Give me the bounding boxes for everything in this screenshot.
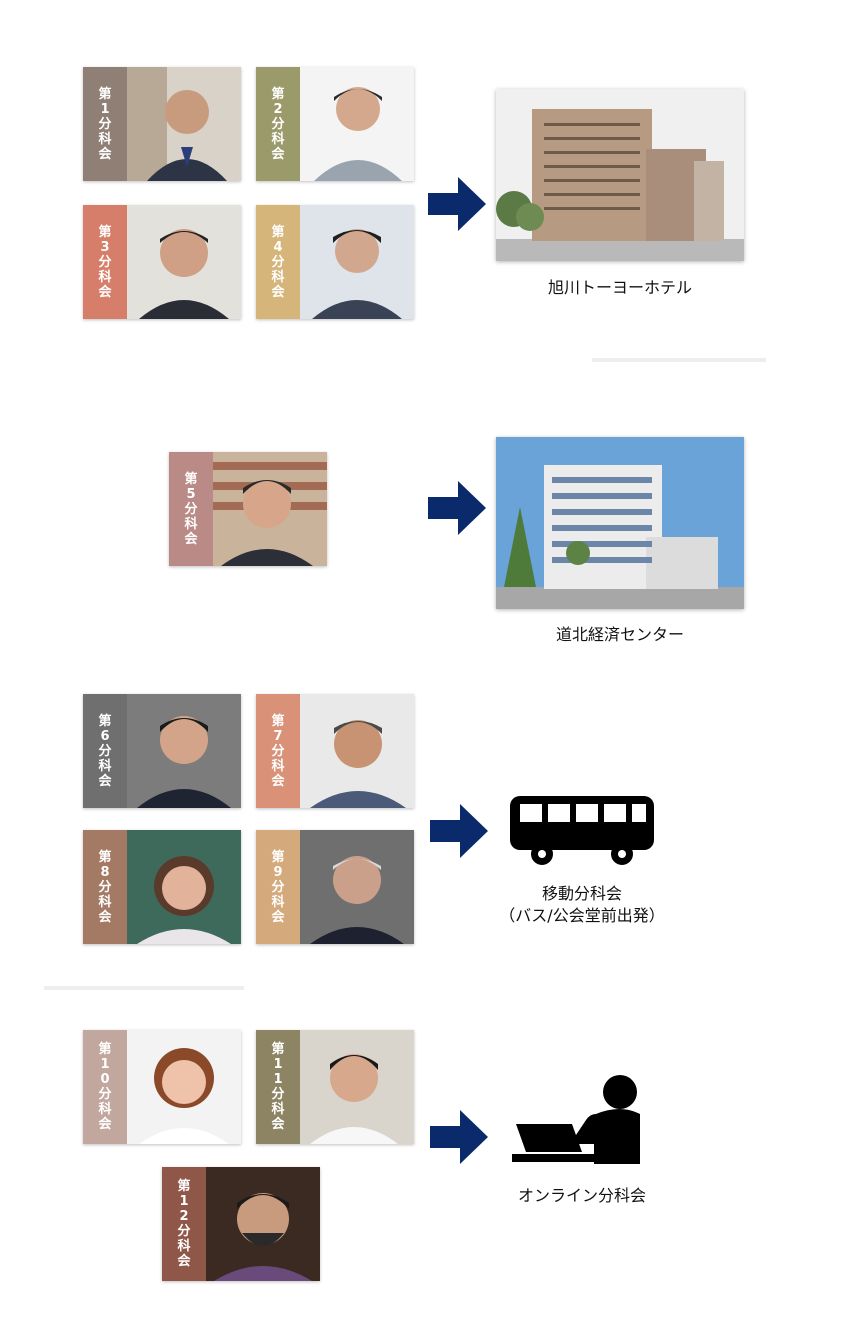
divider: [44, 986, 244, 990]
subcommittee-card-12: 第12分科会: [162, 1167, 320, 1281]
arrow-right-icon: [430, 1110, 488, 1164]
subcommittee-label: 第4分科会: [256, 205, 300, 319]
arrow-right-icon: [430, 804, 488, 858]
speaker-photo: [127, 67, 241, 181]
subcommittee-label: 第3分科会: [83, 205, 127, 319]
subcommittee-label: 第7分科会: [256, 694, 300, 808]
speaker-photo: [300, 694, 414, 808]
arrow-right-icon: [428, 177, 486, 231]
venue-caption: 旭川トーヨーホテル: [547, 278, 692, 297]
speaker-photo: [127, 694, 241, 808]
divider: [592, 358, 766, 362]
subcommittee-label: 第5分科会: [169, 452, 213, 566]
subcommittee-label: 第6分科会: [83, 694, 127, 808]
person-at-laptop-icon: [512, 1075, 640, 1164]
subcommittee-label: 第8分科会: [83, 830, 127, 944]
subcommittee-card-5: 第5分科会: [169, 452, 327, 566]
subcommittee-card-8: 第8分科会: [83, 830, 241, 944]
subcommittee-label: 第11分科会: [256, 1030, 300, 1144]
venue-caption: オンライン分科会: [517, 1186, 646, 1205]
subcommittee-card-2: 第2分科会: [256, 67, 414, 181]
subcommittee-label: 第1分科会: [83, 67, 127, 181]
venue-caption-sub: （バス/公会堂前出発）: [499, 906, 665, 925]
arrow-right-icon: [428, 481, 486, 535]
venue-photo-toyo-hotel: [496, 89, 744, 261]
speaker-photo: [206, 1167, 320, 1281]
subcommittee-card-10: 第10分科会: [83, 1030, 241, 1144]
bus-icon: [510, 796, 654, 865]
speaker-photo: [300, 830, 414, 944]
speaker-photo: [300, 1030, 414, 1144]
subcommittee-label: 第12分科会: [162, 1167, 206, 1281]
venue-caption: 道北経済センター: [555, 625, 684, 644]
venue-photo-dohoku-center: [496, 437, 744, 609]
subcommittee-label: 第10分科会: [83, 1030, 127, 1144]
subcommittee-label: 第9分科会: [256, 830, 300, 944]
speaker-photo: [127, 830, 241, 944]
speaker-photo: [213, 452, 327, 566]
speaker-photo: [127, 205, 241, 319]
speaker-photo: [127, 1030, 241, 1144]
subcommittee-card-9: 第9分科会: [256, 830, 414, 944]
speaker-photo: [300, 205, 414, 319]
subcommittee-label: 第2分科会: [256, 67, 300, 181]
subcommittee-card-3: 第3分科会: [83, 205, 241, 319]
subcommittee-card-4: 第4分科会: [256, 205, 414, 319]
subcommittee-card-6: 第6分科会: [83, 694, 241, 808]
subcommittee-card-1: 第1分科会: [83, 67, 241, 181]
speaker-photo: [300, 67, 414, 181]
subcommittee-card-11: 第11分科会: [256, 1030, 414, 1144]
venue-caption: 移動分科会: [541, 884, 622, 903]
subcommittee-card-7: 第7分科会: [256, 694, 414, 808]
